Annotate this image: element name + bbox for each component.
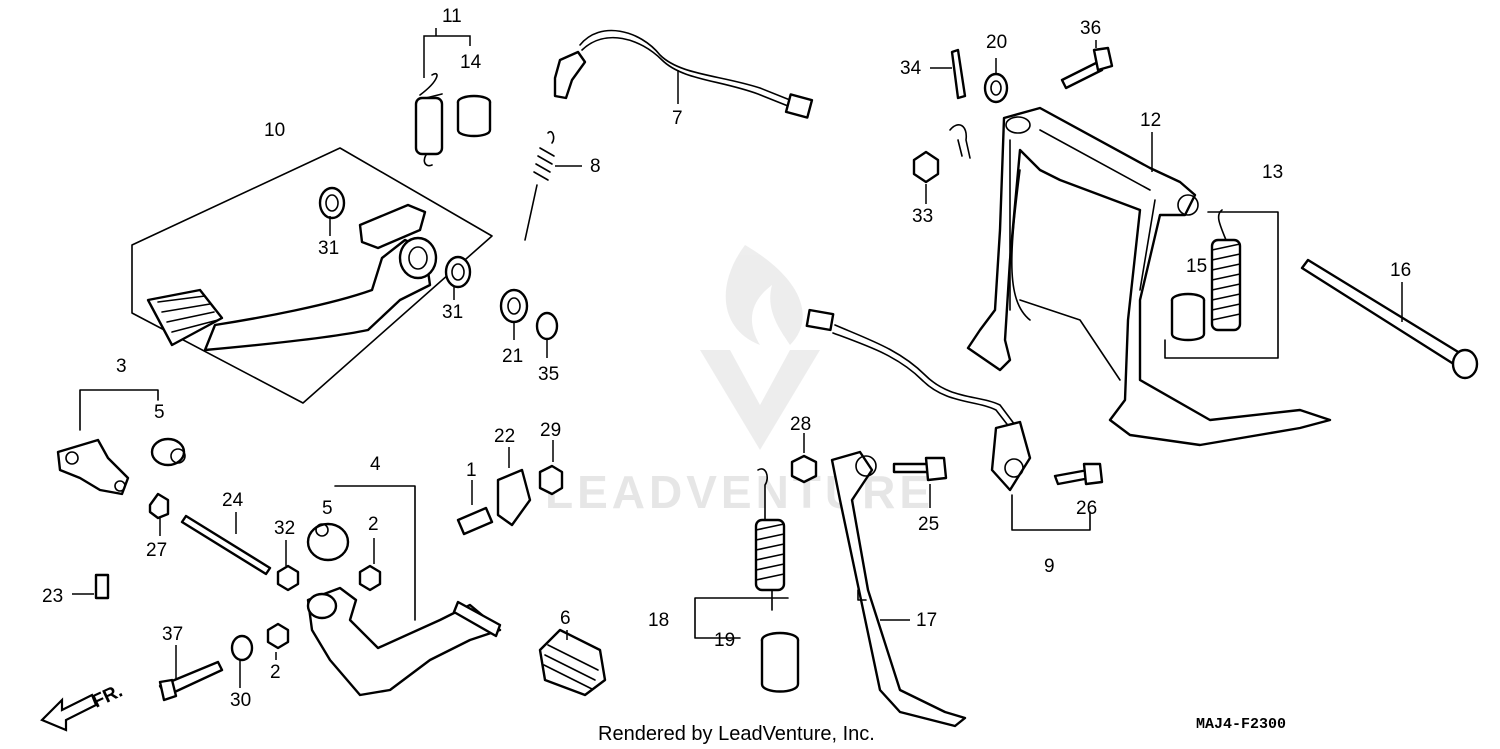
callout-22: 22 xyxy=(494,426,515,447)
callout-7: 7 xyxy=(672,108,683,129)
spring-18 xyxy=(694,468,789,639)
callout-12: 12 xyxy=(1140,110,1161,131)
collar-19 xyxy=(760,631,800,693)
side-stand-17 xyxy=(830,450,967,728)
callout-29: 29 xyxy=(540,420,561,441)
switch-harness-7 xyxy=(553,29,814,119)
callout-11: 11 xyxy=(442,6,462,27)
callout-16: 16 xyxy=(1390,260,1411,281)
callout-6: 6 xyxy=(560,608,571,629)
callout-13: 13 xyxy=(1262,162,1283,183)
bolt-25 xyxy=(892,462,932,474)
spring-13 xyxy=(1164,209,1279,359)
callout-15: 15 xyxy=(1186,256,1207,277)
callout-24: 24 xyxy=(222,490,244,511)
callout-1: 1 xyxy=(466,460,477,481)
callout-31b: 31 xyxy=(442,302,463,323)
callout-19: 19 xyxy=(714,630,735,651)
nut-32 xyxy=(276,564,300,592)
callout-27: 27 xyxy=(146,540,167,561)
callout-32: 32 xyxy=(274,518,295,539)
spring-8 xyxy=(524,130,582,241)
callout-31a: 31 xyxy=(318,238,339,259)
callout-2a: 2 xyxy=(368,514,379,535)
split-pin xyxy=(949,124,971,159)
nut-29 xyxy=(538,464,564,496)
callout-36: 36 xyxy=(1080,18,1101,39)
clip-35 xyxy=(535,311,559,341)
nut-27 xyxy=(148,492,170,520)
callout-37: 37 xyxy=(162,624,183,645)
nut-2-lower xyxy=(266,622,290,650)
watermark-text: LEADVENTURE xyxy=(545,466,934,518)
callout-26: 26 xyxy=(1076,498,1097,519)
nut-2-upper xyxy=(358,564,382,592)
main-stand-12 xyxy=(966,106,1332,447)
bushing-5-upper xyxy=(150,437,186,467)
callout-14: 14 xyxy=(460,52,482,73)
callout-33: 33 xyxy=(912,206,933,227)
callout-20: 20 xyxy=(986,32,1007,53)
direction-label: FR. xyxy=(89,681,126,713)
callout-3: 3 xyxy=(116,356,127,377)
callout-5b: 5 xyxy=(322,498,333,519)
bolt-23 xyxy=(94,573,110,600)
diagram-code: MAJ4-F2300 xyxy=(1196,716,1286,733)
sidestand-switch-9 xyxy=(805,308,1091,531)
callout-23: 23 xyxy=(42,586,63,607)
brake-pedal-group xyxy=(131,147,493,404)
collar-14 xyxy=(456,94,492,138)
nut-33 xyxy=(912,150,940,184)
joint-3 xyxy=(56,389,159,496)
callout-28: 28 xyxy=(790,414,811,435)
collar-15 xyxy=(1170,292,1206,342)
shaft-16 xyxy=(1300,258,1479,380)
washer-30 xyxy=(230,634,254,662)
callout-25: 25 xyxy=(918,514,939,535)
callout-30: 30 xyxy=(230,690,251,711)
watermark-logo: LEADVENTURE xyxy=(545,245,934,518)
callout-9: 9 xyxy=(1044,556,1055,577)
callout-34: 34 xyxy=(900,58,922,79)
washer-20 xyxy=(983,72,1009,104)
rod-24 xyxy=(180,514,272,576)
clip-22 xyxy=(496,468,532,527)
seal-21 xyxy=(499,288,529,324)
callout-21: 21 xyxy=(502,346,523,367)
front-direction-arrow: FR. xyxy=(40,681,126,732)
nut-28 xyxy=(790,454,818,484)
callout-10: 10 xyxy=(264,120,285,141)
callout-labels: 1 2 2 3 4 5 5 6 7 8 9 10 11 12 13 14 15 … xyxy=(42,6,1411,711)
callout-8: 8 xyxy=(590,156,601,177)
callout-35: 35 xyxy=(538,364,559,385)
rubber-6 xyxy=(538,628,607,697)
pin-1 xyxy=(456,506,494,536)
footer-credit: Rendered by LeadVenture, Inc. xyxy=(598,723,875,745)
callout-5a: 5 xyxy=(154,402,165,423)
bushing-5-lower xyxy=(306,522,350,562)
callout-18: 18 xyxy=(648,610,669,631)
callout-4: 4 xyxy=(370,454,381,475)
shift-arm-4 xyxy=(306,485,502,697)
spring-11 xyxy=(414,73,444,167)
pin-34 xyxy=(950,48,967,100)
callout-17: 17 xyxy=(916,610,937,631)
callout-2b: 2 xyxy=(270,662,281,683)
